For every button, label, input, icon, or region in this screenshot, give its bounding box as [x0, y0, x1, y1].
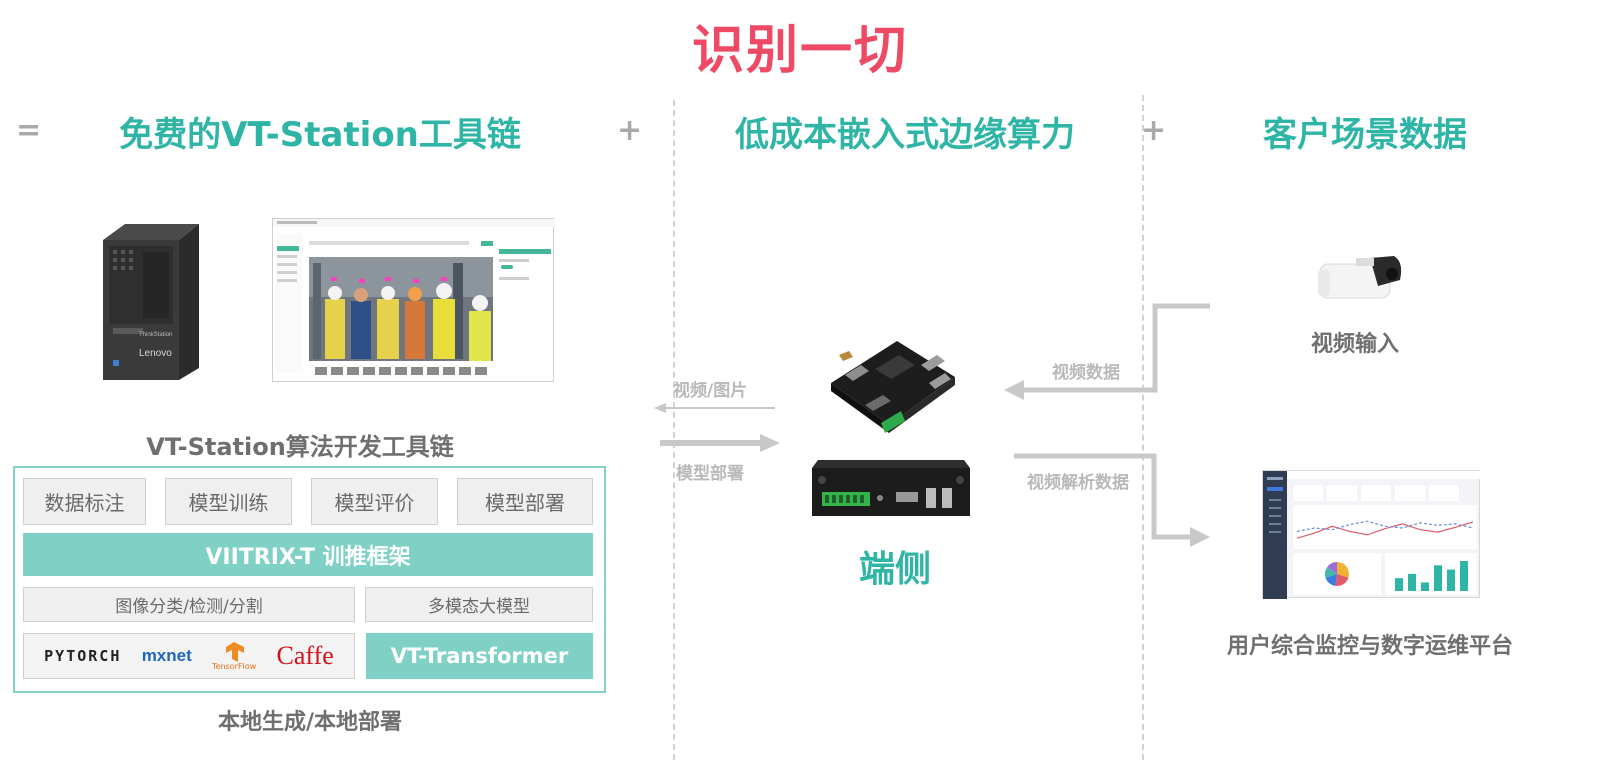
dashboard-bar-4 [1447, 569, 1455, 591]
model-deploy-label: 模型部署 [676, 464, 744, 484]
dashboard-pie-chart [1325, 562, 1349, 586]
pytorch-logo: PYTORCH [44, 647, 122, 665]
arrow-analysis-data [1014, 453, 1210, 547]
box-model-deployment: 模型部署 [457, 478, 593, 525]
video-input-label: 视频输入 [1310, 332, 1399, 357]
section-toolchain-title: 免费的VT-Station工具链 [119, 115, 521, 155]
box-multimodal-model: 多模态大模型 [365, 587, 593, 622]
mxnet-logo: mxnet [141, 646, 192, 665]
dashboard-line-series-0 [1296, 521, 1474, 539]
vt-station-screenshot-graphic [273, 219, 555, 375]
dashboard-pie-slice-1 [1335, 574, 1349, 586]
dev-board-image [831, 341, 955, 433]
dashboard-bar-0 [1395, 578, 1403, 591]
workstation-model-text: ThinkStation [139, 332, 173, 338]
tensorflow-logo-text: TensorFlow [212, 661, 257, 671]
box-image-tasks: 图像分类/检测/分割 [23, 587, 355, 622]
tensorflow-icon [226, 641, 245, 662]
dashboard-pie-slice-0 [1337, 562, 1349, 578]
dashboard-pie-slice-4 [1327, 562, 1337, 574]
dashboard-line-series-1 [1296, 520, 1474, 532]
viitrix-framework-bar: VIITRIX-T 训推框架 [23, 533, 593, 576]
tensorflow-logo: TensorFlow [212, 641, 257, 671]
video-analysis-data-label: 视频解析数据 [1027, 473, 1129, 493]
dashboard-bar-2 [1421, 582, 1429, 591]
section-customer-title: 客户场景数据 [1263, 115, 1467, 155]
edge-side-label: 端侧 [858, 549, 931, 590]
dashboard-pie-slice-2 [1325, 574, 1337, 586]
platform-label: 用户综合监控与数字运维平台 [1226, 634, 1513, 659]
workstation-graphic [103, 224, 199, 380]
divider-left [673, 100, 675, 760]
lenovo-logo-text: Lenovo [139, 348, 172, 359]
video-image-label: 视频/图片 [673, 381, 748, 401]
box-model-evaluation: 模型评价 [311, 478, 438, 525]
platform-dashboard-image [1262, 470, 1481, 599]
dashboard-bar-1 [1408, 573, 1416, 591]
framework-logos: PYTORCH mxnet TensorFlow Caffe [23, 633, 355, 679]
video-data-label: 视频数据 [1052, 363, 1120, 383]
page-title: 识别一切 [691, 21, 908, 81]
dashboard-graphic [1263, 471, 1481, 599]
dashboard-bar-5 [1460, 561, 1468, 591]
equals-symbol: = [16, 113, 42, 148]
divider-right [1142, 95, 1144, 760]
plus-symbol-1: + [617, 113, 643, 148]
edge-box-image [812, 460, 970, 516]
box-data-labeling: 数据标注 [23, 478, 146, 525]
arrow-left-video [654, 403, 775, 413]
plus-symbol-2: + [1141, 113, 1167, 148]
arrow-right-deploy [660, 434, 780, 452]
workstation-image: Lenovo ThinkStation [95, 220, 205, 380]
vt-station-caption: VT-Station算法开发工具链 [146, 433, 454, 461]
vt-transformer-box: VT-Transformer [366, 633, 593, 679]
dashboard-bar-3 [1434, 565, 1442, 591]
dashboard-line-chart [1296, 520, 1474, 539]
box-model-training: 模型训练 [165, 478, 292, 525]
framework-stack [13, 466, 606, 693]
section-edge-title: 低成本嵌入式边缘算力 [735, 115, 1075, 155]
camera-image [1318, 256, 1402, 299]
caffe-logo: Caffe [276, 641, 334, 670]
dashboard-pie-slice-3 [1325, 566, 1337, 578]
local-deploy-caption: 本地生成/本地部署 [217, 710, 403, 735]
arrow-video-data [1004, 303, 1210, 400]
vt-station-screenshot [272, 218, 555, 382]
dashboard-bar-chart [1395, 561, 1468, 591]
